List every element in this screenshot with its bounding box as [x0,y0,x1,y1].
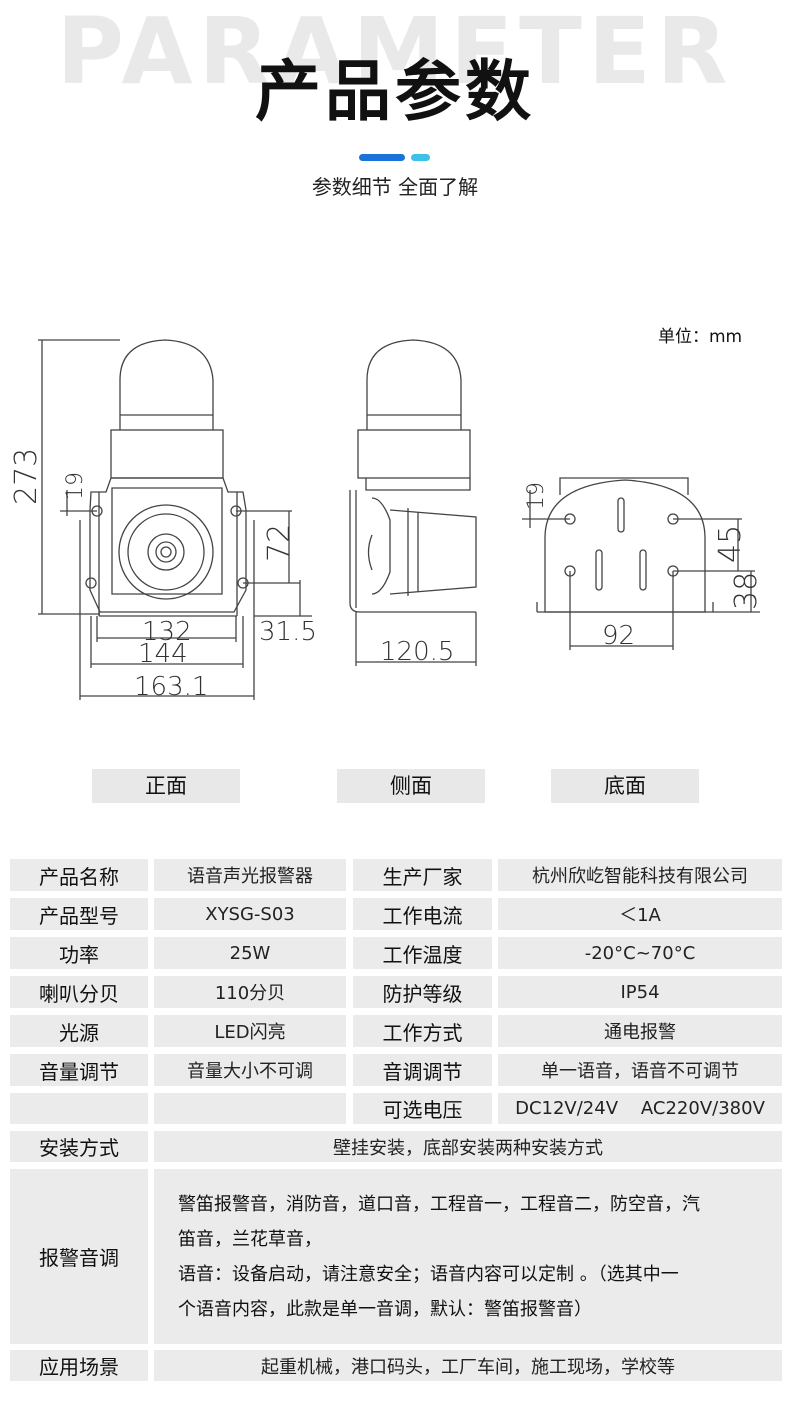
view-label-front: 正面 [92,769,240,803]
spec-label: 防护等级 [353,976,492,1008]
spec-value: -20°C~70°C [498,937,782,969]
spec-value: 杭州欣屹智能科技有限公司 [498,859,782,891]
view-label-bottom: 底面 [551,769,699,803]
dim-45: 45 [713,525,748,563]
spec-label: 产品型号 [10,898,148,930]
spec-label: 喇叭分贝 [10,976,148,1008]
accent-bar-blue [359,154,405,161]
dim-19-bottom: 19 [524,482,549,510]
spec-label: 可选电压 [353,1093,492,1124]
page-title: 产品参数 [255,53,535,130]
spec-label: 生产厂家 [353,859,492,891]
spec-label: 音调调节 [353,1054,492,1086]
side-view-drawing [349,339,477,666]
spec-label: 工作电流 [353,898,492,930]
front-view-drawing [38,339,312,700]
alarm-line: 语音：设备启动，请注意安全；语音内容可以定制 。（选其中一 [178,1263,679,1285]
spec-label: 应用场景 [10,1350,148,1381]
spec-value: IP54 [498,976,782,1008]
background-word: PARAMETER [56,0,734,105]
spec-value: LED闪亮 [154,1015,346,1047]
spec-label: 音量调节 [10,1054,148,1086]
spec-value: 通电报警 [498,1015,782,1047]
spec-label: 报警音调 [10,1169,148,1344]
page-subtitle: 参数细节 全面了解 [311,175,479,199]
spec-value: 110分贝 [154,976,346,1008]
technical-drawing-svg: 273 19 72 31.5 132 144 163.1 120.5 19 45… [9,339,764,702]
technical-drawings: 273 19 72 31.5 132 144 163.1 120.5 19 45… [0,320,790,720]
spec-value: XYSG-S03 [154,898,346,930]
header: PARAMETER 产品参数 参数细节 全面了解 [0,0,790,220]
dim-38: 38 [729,572,764,610]
dim-92: 92 [602,621,635,651]
spec-label: 安装方式 [10,1131,148,1162]
dim-163-1: 163.1 [134,672,208,702]
spec-label: 功率 [10,937,148,969]
spec-label: 工作温度 [353,937,492,969]
alarm-line: 个语音内容，此款是单一音调，默认：警笛报警音） [178,1298,592,1320]
spec-label: 产品名称 [10,859,148,891]
spec-value: 语音声光报警器 [154,859,346,891]
view-label-side: 侧面 [337,769,485,803]
dim-144: 144 [138,639,188,669]
spec-value: 壁挂安装，底部安装两种安装方式 [154,1131,782,1162]
unit-label: 单位：mm [658,327,743,347]
dim-72: 72 [262,524,297,562]
alarm-line: 警笛报警音，消防音，道口音，工程音一，工程音二，防空音，汽 [178,1193,700,1215]
spec-value: DC12V/24V AC220V/380V [498,1093,782,1124]
spec-value: ＜1A [498,898,782,930]
spec-value: 音量大小不可调 [154,1054,346,1086]
bottom-view-drawing [522,477,760,650]
alarm-line: 笛音，兰花草音， [178,1228,322,1250]
spec-label: 工作方式 [353,1015,492,1047]
dim-132: 132 [142,617,192,647]
spec-label-empty [10,1093,148,1124]
dim-19-front: 19 [63,472,88,500]
spec-label: 光源 [10,1015,148,1047]
spec-value: 单一语音，语音不可调节 [498,1054,782,1086]
spec-value: 起重机械，港口码头，工厂车间，施工现场，学校等 [154,1350,782,1381]
alarm-tones-text: 警笛报警音，消防音，道口音，工程音一，工程音二，防空音，汽 笛音，兰花草音， 语… [154,1169,782,1344]
dim-120-5: 120.5 [380,637,454,667]
spec-value-empty [154,1093,346,1124]
dim-273: 273 [9,448,44,505]
dim-31-5: 31.5 [259,617,317,647]
accent-bar-cyan [411,154,430,161]
spec-value: 25W [154,937,346,969]
